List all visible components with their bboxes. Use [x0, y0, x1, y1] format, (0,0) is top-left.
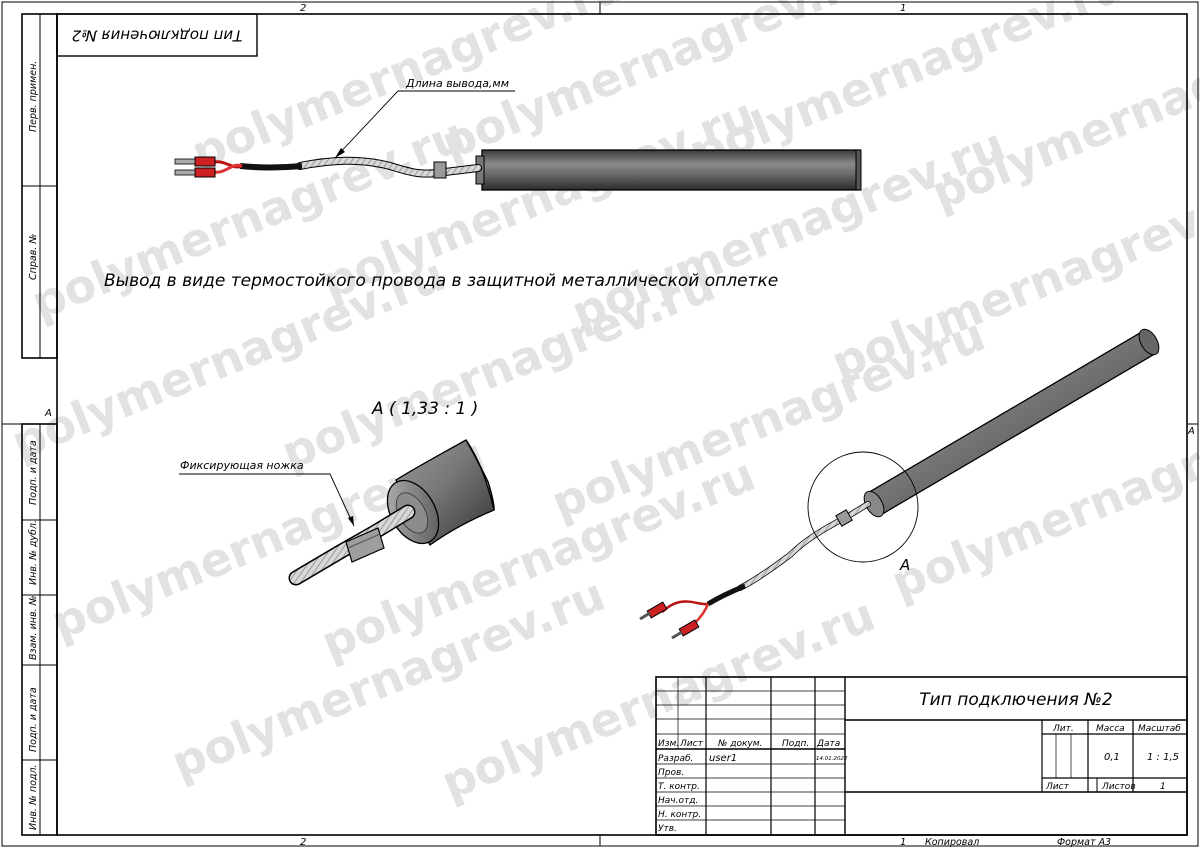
- strip-label-sprav: Справ. №: [28, 234, 39, 280]
- label-scale: Масштаб: [1138, 724, 1181, 734]
- header-izm: Изм.: [658, 739, 679, 749]
- heater-wire-red-2: [213, 163, 243, 174]
- label-mass: Масса: [1096, 724, 1125, 734]
- row-norm-control: Н. контр.: [658, 810, 701, 820]
- callout-lead-length: Длина вывода,мм: [405, 77, 509, 90]
- label-lit: Лит.: [1052, 724, 1074, 734]
- iso-wire-black: [706, 583, 746, 607]
- iso-rod-far-end: [1138, 328, 1160, 356]
- zone-label-left-a: A: [44, 408, 52, 419]
- row-developed: Разраб.: [658, 754, 693, 764]
- sheets-value: 1: [1160, 782, 1166, 792]
- heater-side-view: [174, 149, 862, 191]
- iso-fixing-sleeve: [835, 509, 853, 527]
- row-dept-head: Нач.отд.: [658, 796, 698, 806]
- iso-terminal-1: [646, 601, 668, 619]
- callout-fixing-leg: Фиксирующая ножка: [180, 459, 304, 472]
- row-tech-control: Т. контр.: [658, 782, 700, 792]
- title-block-text: Тип подключения №2 Изм. Лист № докум. По…: [658, 690, 1181, 834]
- drawing-caption: Вывод в виде термостойкого провода в защ…: [104, 271, 778, 291]
- developed-date: 14.01.2022: [816, 756, 848, 762]
- scale-value: 1 : 1,5: [1147, 752, 1179, 763]
- title-block: [655, 676, 1188, 836]
- strip-label-podp-data-2: Подп. и дата: [28, 687, 39, 752]
- heater-terminal-2: [194, 167, 216, 178]
- iso-wire-red-2: [693, 603, 710, 625]
- label-sheet: Лист: [1045, 782, 1070, 792]
- header-doc-no: № докум.: [717, 739, 762, 749]
- zone-label-top-2: 2: [300, 3, 306, 14]
- strip-label-podp-data-1: Подп. и дата: [28, 440, 39, 505]
- fixing-leg-callout: Фиксирующая ножка: [179, 459, 355, 527]
- strip-label-perv-primen: Перв. примен.: [28, 61, 39, 132]
- heater-wire-black: [239, 163, 303, 171]
- document-title: Тип подключения №2: [919, 690, 1112, 710]
- row-checked: Пров.: [658, 768, 684, 778]
- top-stamp-title: Тип подключения №2: [72, 27, 243, 45]
- heater-rod: [481, 149, 861, 191]
- label-sheets: Листов: [1101, 782, 1136, 792]
- heater-terminal-1: [194, 156, 216, 167]
- iso-wire-red-1: [661, 600, 709, 614]
- detail-view-a: [288, 439, 495, 586]
- top-stamp: Тип подключения №2: [56, 13, 258, 57]
- strip-label-vzam-inv: Взам. инв. №: [28, 595, 39, 660]
- lead-length-callout: Длина вывода,мм: [334, 77, 515, 159]
- header-list: Лист: [679, 739, 704, 749]
- strip-label-inv-podl: Инв. № подл.: [28, 764, 39, 830]
- strip-label-inv-dubl: Инв. № дубл.: [28, 520, 39, 585]
- left-strip-labels: Перв. примен. Справ. № Подп. и дата Инв.…: [28, 61, 39, 830]
- zone-label-right-a: A: [1187, 426, 1195, 437]
- detail-marker-label: А: [899, 556, 910, 574]
- developer-name: user1: [709, 753, 737, 764]
- mass-value: 0,1: [1104, 752, 1120, 763]
- footer-copied: Копировал: [925, 837, 979, 848]
- zone-label-bottom-1: 1: [900, 837, 906, 848]
- zone-label-top-1: 1: [900, 3, 906, 14]
- footer: Копировал Формат А3: [925, 837, 1111, 848]
- zone-label-bottom-2: 2: [300, 837, 306, 848]
- heater-fixing-sleeve: [433, 161, 447, 179]
- header-sign: Подп.: [782, 739, 809, 749]
- left-strip: [21, 13, 58, 836]
- detail-view-title: А ( 1,33 : 1 ): [371, 399, 478, 419]
- header-date: Дата: [816, 739, 840, 749]
- row-approved: Утв.: [658, 824, 677, 834]
- footer-format: Формат А3: [1057, 837, 1111, 848]
- detail-marker-circle: [807, 451, 919, 563]
- heater-iso-view: А: [639, 328, 1160, 640]
